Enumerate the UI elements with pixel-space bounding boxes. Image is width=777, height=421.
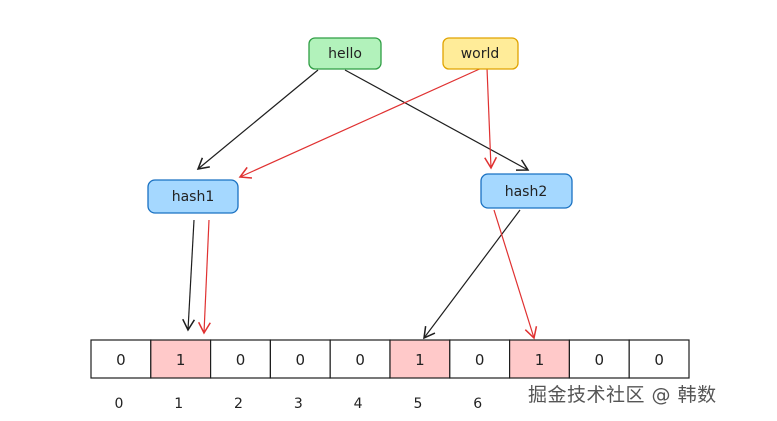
- arrow-hash1-to-bit1: [182, 219, 196, 332]
- bit-cell-3: 0: [269, 339, 331, 379]
- bit-cell-6: 0: [449, 339, 511, 379]
- arrow-hash2-to-bit7: [493, 209, 538, 340]
- bit-cell-value: 0: [296, 351, 306, 369]
- arrow-hello-to-hash2: [344, 69, 530, 171]
- bit-cell-box: [509, 339, 571, 379]
- bit-cell-value: 1: [415, 351, 425, 369]
- bit-cell-5: 1: [389, 339, 451, 379]
- bit-cell-7: 1: [509, 339, 571, 379]
- bit-cell-box: [150, 339, 212, 379]
- hello-arrows: [182, 69, 530, 340]
- bit-cell-value: 0: [595, 351, 605, 369]
- watermark: 掘金技术社区 @ 韩数: [528, 384, 717, 406]
- bit-index-label: 2: [234, 396, 243, 412]
- world-arrows: [197, 66, 538, 340]
- bit-cell-box: [449, 339, 511, 379]
- node-hash2-label: hash2: [505, 184, 548, 200]
- bit-cell-value: 0: [654, 351, 664, 369]
- bit-index-label: 3: [294, 396, 303, 412]
- bit-cell-value: 0: [116, 351, 126, 369]
- bit-cell-9: 0: [628, 339, 690, 379]
- bit-cell-box: [389, 339, 451, 379]
- bit-cell-value: 0: [475, 351, 485, 369]
- bit-indices: 0 1 2 3 4 5 6: [114, 396, 482, 412]
- node-hello: hello: [308, 37, 382, 70]
- bit-cell-value: 1: [535, 351, 545, 369]
- bit-index-label: 0: [114, 396, 123, 412]
- bit-cell-value: 1: [176, 351, 186, 369]
- bit-cell-box: [568, 339, 630, 379]
- node-hash1: hash1: [147, 179, 239, 214]
- node-world: world: [442, 37, 519, 70]
- node-hash1-label: hash1: [172, 189, 215, 205]
- arrow-hash1-to-bit1-world: [197, 219, 211, 335]
- bit-index-label: 1: [174, 396, 183, 412]
- bit-cell-2: 0: [210, 339, 272, 379]
- arrow-world-to-hash2: [484, 67, 498, 170]
- arrow-world-to-hash1: [238, 66, 485, 179]
- node-hash1-box: [147, 179, 239, 214]
- bit-cell-0: 0: [90, 339, 152, 379]
- bit-cell-box: [90, 339, 152, 379]
- node-hash2-box: [480, 173, 573, 209]
- bit-index-label: 5: [413, 396, 422, 412]
- node-hello-label: hello: [328, 46, 362, 62]
- bit-array: 0 1 0 0 0 1 0 1 0 0: [90, 339, 690, 379]
- node-world-label: world: [461, 46, 500, 62]
- bit-cell-box: [210, 339, 272, 379]
- bit-cell-box: [628, 339, 690, 379]
- node-hash2: hash2: [480, 173, 573, 209]
- bit-cell-value: 0: [355, 351, 365, 369]
- bit-index-label: 6: [473, 396, 482, 412]
- bit-index-label: 4: [354, 396, 363, 412]
- bit-cell-1: 1: [150, 339, 212, 379]
- bit-cell-value: 0: [236, 351, 246, 369]
- bit-cell-8: 0: [568, 339, 630, 379]
- node-world-box: [442, 37, 519, 70]
- arrow-hello-to-hash1: [196, 69, 319, 170]
- arrow-hash2-to-bit5: [423, 209, 521, 340]
- bit-cell-4: 0: [329, 339, 391, 379]
- node-hello-box: [308, 37, 382, 70]
- bit-cell-box: [329, 339, 391, 379]
